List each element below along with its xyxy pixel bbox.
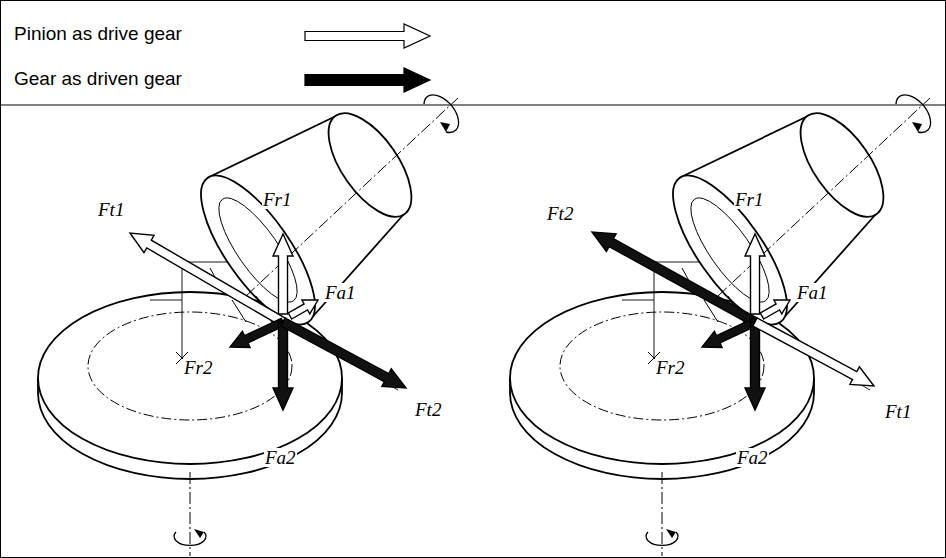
drive-force-arrow <box>288 300 318 319</box>
right-panel <box>510 95 931 556</box>
force-label: Ft2 <box>414 400 442 419</box>
legend-arrow <box>305 24 430 48</box>
force-label: Ft2 <box>546 204 574 223</box>
driven-force-arrow <box>702 318 757 347</box>
drive-force-arrow <box>753 318 874 386</box>
driven-force-arrow <box>592 232 757 326</box>
legend-divider <box>0 105 946 106</box>
force-label: Fr1 <box>734 190 765 209</box>
legend-text: Pinion as drive gear <box>14 24 182 45</box>
driven-force-arrow <box>281 318 406 388</box>
force-label: Fr2 <box>655 358 686 377</box>
force-label: Fr1 <box>262 190 293 209</box>
drive-force-arrow <box>273 234 293 314</box>
driven-force-arrow <box>273 322 293 410</box>
legend-arrow <box>305 68 430 92</box>
driven-force-arrow <box>230 318 285 347</box>
force-label: Fr2 <box>183 358 214 377</box>
legend-text: Gear as driven gear <box>14 69 182 90</box>
force-label: Fa2 <box>264 448 297 467</box>
left-panel <box>38 95 459 556</box>
force-label: Ft1 <box>97 200 125 219</box>
drive-force-arrow <box>760 300 790 319</box>
force-arrows <box>130 232 874 410</box>
force-label: Ft1 <box>884 402 912 421</box>
driven-force-arrow <box>745 322 765 410</box>
legend-swatches <box>305 24 430 92</box>
drive-force-arrow <box>745 234 765 314</box>
force-label: Fa1 <box>796 283 829 302</box>
force-label: Fa2 <box>736 448 769 467</box>
force-label: Fa1 <box>324 283 357 302</box>
drive-force-arrow <box>130 233 285 326</box>
